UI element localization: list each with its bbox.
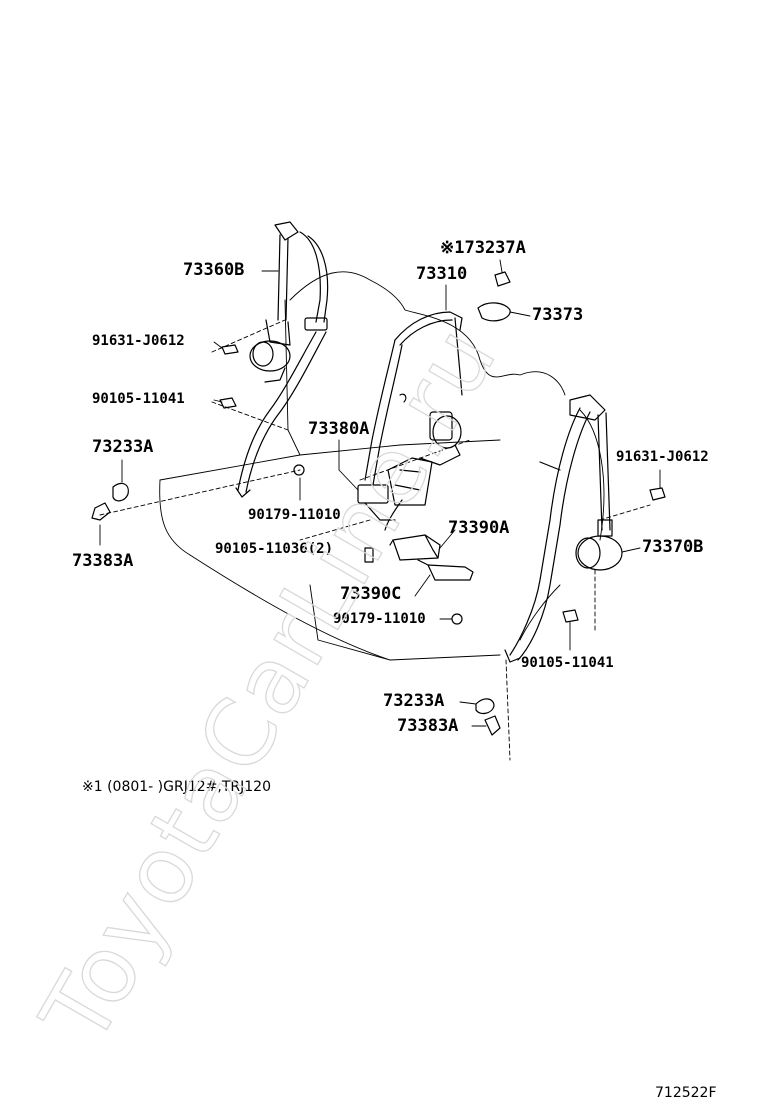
label-73233A-left: 73233A (92, 437, 154, 457)
label-91631-right: 91631-J0612 (616, 449, 709, 465)
label-73370B: 73370B (642, 537, 704, 557)
label-90179-lower: 90179-11010 (333, 611, 426, 627)
fasteners (91, 271, 666, 736)
label-73383A-left: 73383A (72, 551, 134, 571)
label-73360B: 73360B (183, 260, 245, 280)
label-73390A: 73390A (448, 518, 510, 538)
label-73390C: 73390C (340, 584, 402, 604)
label-73373: 73373 (532, 305, 584, 325)
left-belt-assembly (235, 221, 329, 498)
label-73310: 73310 (416, 264, 468, 284)
label-90179-center: 90179-11010 (248, 507, 341, 523)
label-90105-11036: 90105-11036(2) (215, 541, 334, 557)
label-73233A-right: 73233A (383, 691, 445, 711)
buckle-assemblies (389, 534, 474, 581)
label-73383A-right: 73383A (397, 716, 459, 736)
label-90105-left: 90105-11041 (92, 391, 185, 407)
label-173237A: ※173237A (440, 238, 526, 258)
leader-lines (99, 259, 661, 727)
drawing-number: 712522F (655, 1085, 717, 1101)
center-belt-assembly (357, 311, 463, 531)
label-73380A: 73380A (308, 419, 370, 439)
label-90105-right: 90105-11041 (521, 655, 614, 671)
leader-dashes (99, 319, 651, 761)
applicability-footnote: ※1 (0801- )GRJ12#,TRJ120 (82, 779, 271, 795)
right-belt-assembly (504, 394, 623, 663)
label-91631-left: 91631-J0612 (92, 333, 185, 349)
